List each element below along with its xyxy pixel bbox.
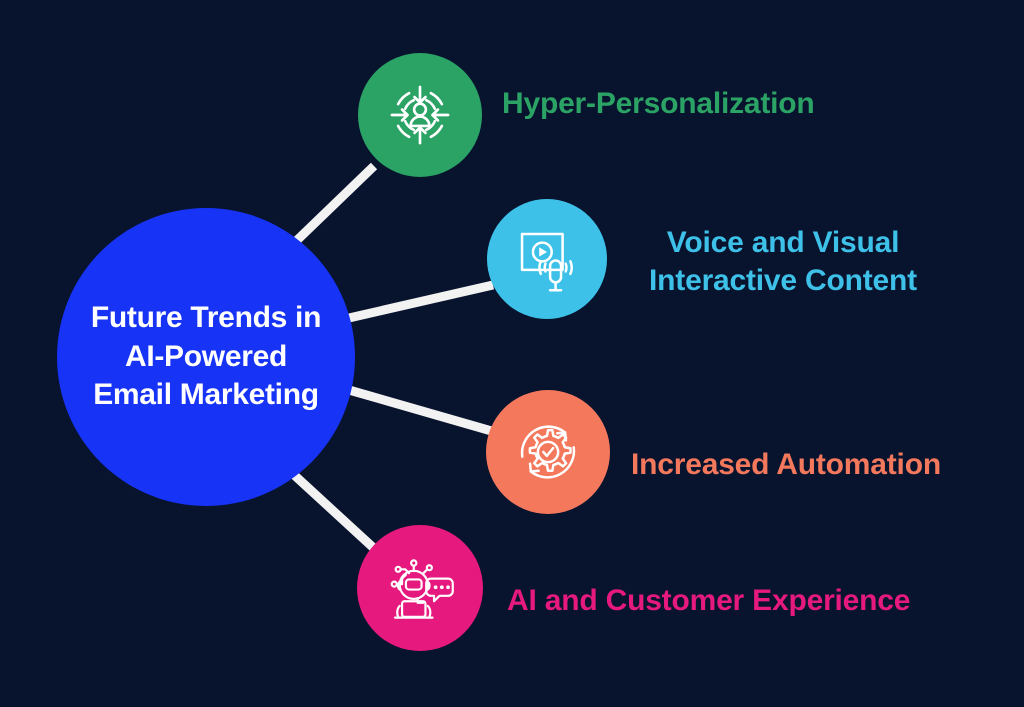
connector-hub-to-node-3 (288, 469, 382, 556)
target-person-icon (381, 76, 459, 154)
gear-check-cycle-icon (509, 413, 587, 491)
connector-hub-to-node-2 (347, 385, 497, 437)
node-increased-automation-label: Increased Automation (631, 448, 941, 481)
node-voice-visual-interactive-content-label: Voice and Visual Interactive Content (649, 226, 917, 297)
connector-hub-to-node-0 (286, 162, 378, 251)
hub-node[interactable]: Future Trends in AI-Powered Email Market… (57, 208, 355, 506)
node-ai-customer-experience[interactable] (357, 525, 483, 651)
node-hyper-personalization-label: Hyper-Personalization (502, 87, 815, 120)
hub-label: Future Trends in AI-Powered Email Market… (90, 301, 322, 412)
chatbot-speech-bubble-icon (381, 549, 459, 627)
video-microphone-icon (508, 220, 586, 298)
node-ai-customer-experience-label: AI and Customer Experience (507, 584, 911, 617)
connector-hub-to-node-1 (347, 280, 495, 323)
node-increased-automation[interactable] (486, 390, 610, 514)
node-hyper-personalization[interactable] (358, 53, 482, 177)
node-voice-visual-interactive-content[interactable] (487, 199, 607, 319)
